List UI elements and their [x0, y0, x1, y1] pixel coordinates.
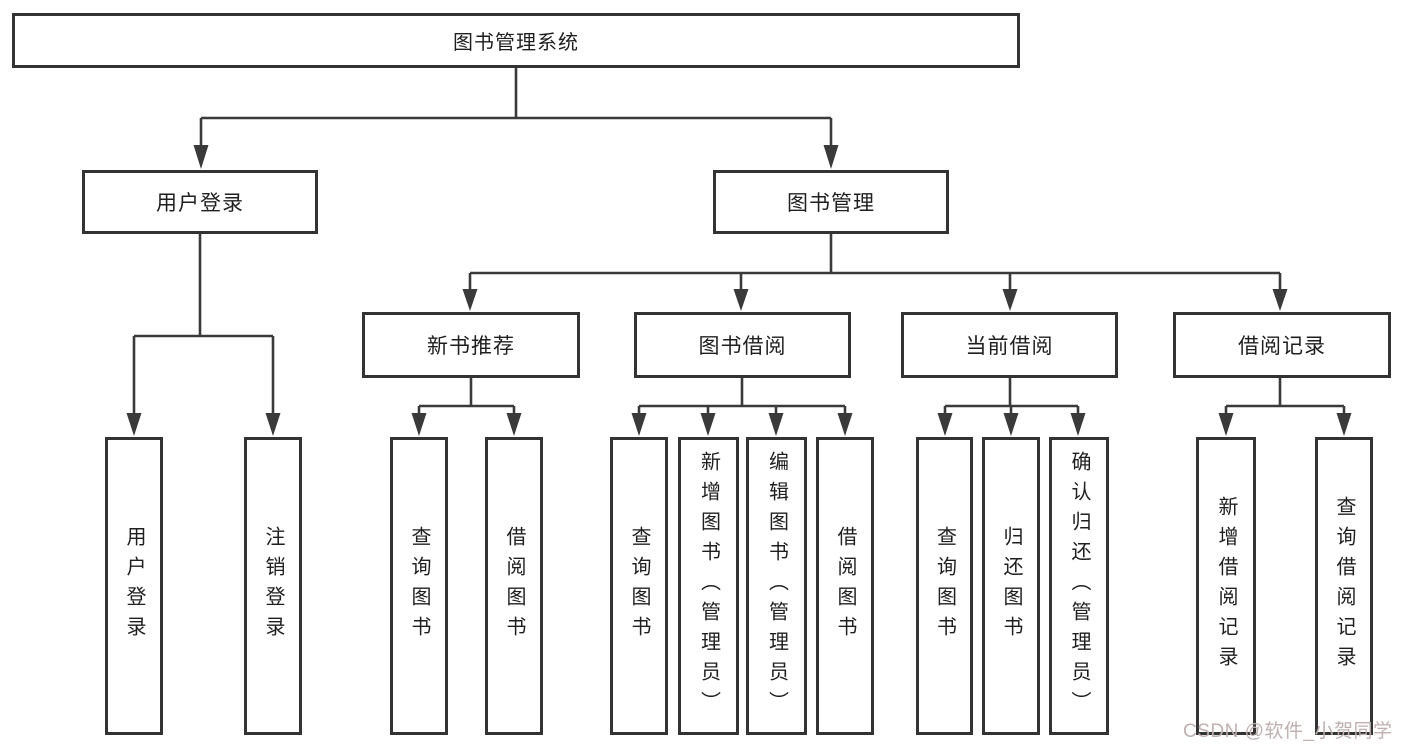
arrowhead: [937, 413, 953, 436]
leaf-add-book-admin: 新增图书（管理员）: [678, 437, 739, 735]
arrowhead: [1218, 413, 1234, 436]
arrowhead: [126, 413, 142, 436]
connector-newbook-to-leaves: [417, 378, 516, 414]
arrowhead: [1003, 413, 1019, 436]
arrowhead: [1336, 413, 1352, 436]
connector-bookmgmt-to-level3: [468, 234, 1282, 289]
arrowhead: [506, 413, 522, 436]
connector-userlogin-to-leaves: [132, 234, 275, 414]
arrowhead: [265, 413, 281, 436]
connector-root-to-level2: [199, 68, 833, 146]
leaf-user-login: 用户登录: [105, 437, 163, 735]
arrowhead: [1002, 289, 1018, 311]
leaf-borrow-books-recommend: 借阅图书: [485, 437, 543, 735]
node-new-book-recommend: 新书推荐: [362, 312, 580, 378]
node-book-borrow: 图书借阅: [634, 312, 851, 378]
arrowhead: [768, 413, 784, 436]
leaf-query-books-recommend: 查询图书: [390, 437, 448, 735]
node-current-borrow: 当前借阅: [901, 312, 1118, 378]
leaf-logout: 注销登录: [244, 437, 302, 735]
root-node-book-management-system: 图书管理系统: [12, 13, 1020, 68]
arrowhead: [733, 289, 749, 311]
csdn-watermark: CSDN @软件_小贺同学: [1183, 721, 1393, 742]
leaf-return-book: 归还图书: [982, 437, 1040, 735]
arrowhead: [193, 145, 209, 169]
arrowhead: [700, 413, 716, 436]
arrowhead: [1070, 413, 1086, 436]
node-book-management: 图书管理: [713, 170, 949, 234]
leaf-confirm-return-admin: 确认归还（管理员）: [1049, 437, 1109, 735]
arrowhead: [823, 145, 839, 169]
leaf-borrow-books-borrow: 借阅图书: [816, 437, 874, 735]
arrowhead: [462, 289, 478, 311]
arrowhead: [837, 413, 853, 436]
leaf-query-books-borrow: 查询图书: [610, 437, 668, 735]
arrowhead: [1272, 289, 1288, 311]
arrowhead: [411, 413, 427, 436]
leaf-add-borrow-record: 新增借阅记录: [1196, 437, 1256, 735]
connector-currentborrow-to-leaves: [943, 378, 1080, 414]
leaf-edit-book-admin: 编辑图书（管理员）: [746, 437, 807, 735]
node-borrow-records: 借阅记录: [1173, 312, 1391, 378]
node-user-login: 用户登录: [82, 170, 318, 234]
leaf-query-borrow-record: 查询借阅记录: [1315, 437, 1373, 735]
leaf-query-books-current: 查询图书: [916, 437, 973, 735]
connector-records-to-leaves: [1224, 378, 1346, 414]
connector-bookborrow-to-leaves: [637, 378, 847, 414]
arrowhead: [631, 413, 647, 436]
